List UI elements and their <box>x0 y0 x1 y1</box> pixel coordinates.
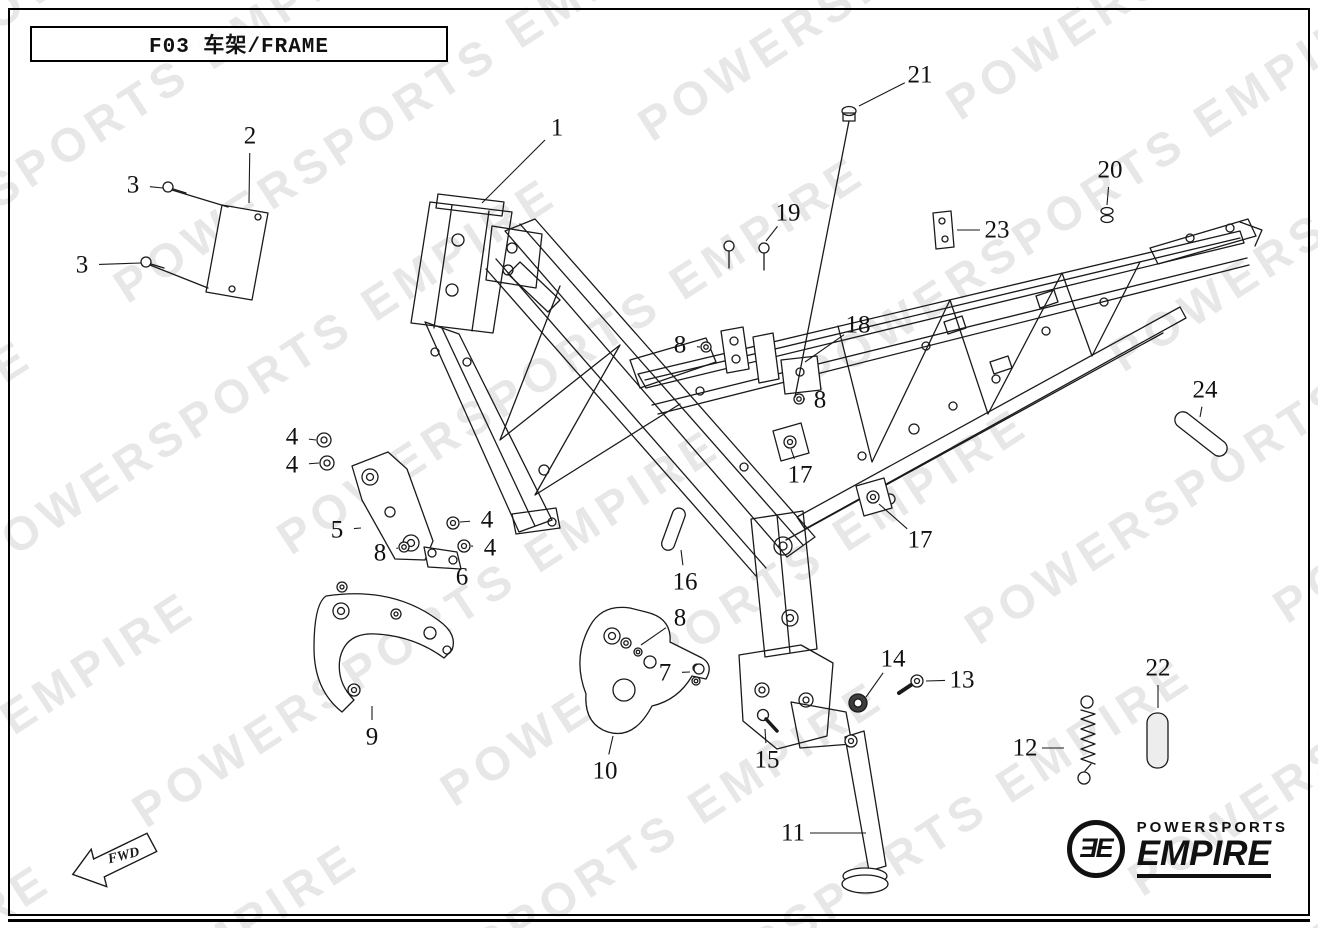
brand-name-bottom: EMPIRE <box>1136 835 1271 878</box>
fwd-arrow-icon: FWD <box>71 832 158 888</box>
title-box: F03 车架/FRAME <box>30 26 448 62</box>
fwd-arrow: FWD <box>64 826 164 895</box>
part-bracket-9 <box>313 581 455 713</box>
part-pin-24 <box>1174 411 1228 457</box>
part-spring-12 <box>1077 695 1096 785</box>
part-engine-brackets-17 <box>772 422 893 517</box>
diagram-title: F03 车架/FRAME <box>148 36 330 59</box>
brand-text: POWERSPORTS EMPIRE <box>1136 819 1288 878</box>
brand-name-top: POWERSPORTS <box>1136 819 1288 837</box>
part-sidestand-11-13-14-15 <box>756 674 924 894</box>
part-bracket-10 <box>579 606 710 735</box>
brand-monogram-icon: ƎE <box>1066 819 1125 878</box>
part-pin-16-bolt-7 <box>661 507 705 686</box>
part-sleeve-22 <box>1146 712 1169 769</box>
page-bottom-rule <box>8 919 1310 922</box>
part-number-plate-2-and-bolts-3 <box>140 181 269 301</box>
part-mounts-18-19-8 <box>700 240 822 405</box>
part-bracket-5-6-washers-4 <box>316 432 471 570</box>
brand-monogram: ƎE <box>1079 833 1114 864</box>
part-small-20-21-23 <box>794 105 1114 398</box>
frame-main-structure <box>410 193 1263 750</box>
brand-logo: ƎE POWERSPORTS EMPIRE <box>1066 819 1288 878</box>
